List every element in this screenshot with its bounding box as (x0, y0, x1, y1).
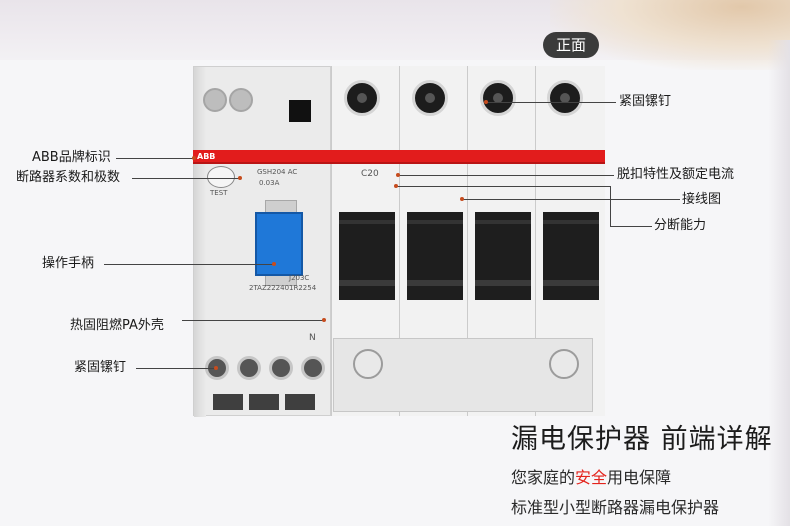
breaker-handle-2[interactable] (407, 212, 463, 300)
breaker-rating-text: C20 (361, 169, 379, 179)
rating-text: 0.03A (259, 179, 280, 187)
red-brand-band (193, 150, 605, 162)
top-screw-1 (344, 80, 380, 116)
indicator-window (289, 100, 311, 122)
neutral-label: N (309, 333, 316, 343)
code-j203c: J203C (289, 274, 310, 282)
test-label: TEST (210, 189, 228, 197)
mount-hole-2 (229, 88, 253, 112)
bottom-screw-4 (301, 356, 325, 380)
label-top-screw: 紧固镙钉 (619, 94, 672, 109)
label-breaking-capacity: 分断能力 (654, 218, 707, 233)
label-abb-brand: ABB品牌标识 (32, 150, 111, 165)
mount-hole-1 (203, 88, 227, 112)
bottom-screw-3 (269, 356, 293, 380)
breaker-handle-3[interactable] (475, 212, 531, 300)
front-view-badge: 正面 (543, 32, 599, 58)
terminal-ring-2 (549, 349, 579, 379)
serial-code: 2TAZ222401R2254 (249, 284, 317, 292)
caption-title: 漏电保护器 前端详解 (511, 424, 773, 455)
label-series-poles: 断路器系数和极数 (16, 170, 121, 185)
top-screw-4 (547, 80, 583, 116)
highlight-safety: 安全 (575, 468, 608, 487)
bottom-screw-2 (237, 356, 261, 380)
abb-logo-text: ABB (197, 152, 216, 161)
background-right-edge (768, 40, 790, 526)
label-bottom-screw: 紧固镙钉 (74, 360, 127, 375)
test-button[interactable] (207, 166, 235, 188)
breaker-handle-1[interactable] (339, 212, 395, 300)
caption-subtitle-1: 您家庭的安全用电保障 (511, 468, 672, 487)
label-operating-handle: 操作手柄 (42, 256, 95, 271)
terminal-ring-1 (353, 349, 383, 379)
label-housing: 热固阻燃PA外壳 (70, 318, 164, 333)
breaker-handle-4[interactable] (543, 212, 599, 300)
caption-subtitle-2: 标准型小型断路器漏电保护器 (511, 498, 720, 517)
top-screw-3 (480, 80, 516, 116)
label-trip-characteristic: 脱扣特性及额定电流 (617, 167, 735, 182)
top-screw-2 (412, 80, 448, 116)
label-wiring-diagram: 接线图 (682, 192, 722, 207)
model-text: GSH204 AC (257, 168, 298, 176)
rcd-operating-handle[interactable] (255, 212, 303, 276)
rcd-device-photo: ABB TEST GSH204 AC 0.03A C20 J203C 2TAZ2… (193, 66, 605, 417)
